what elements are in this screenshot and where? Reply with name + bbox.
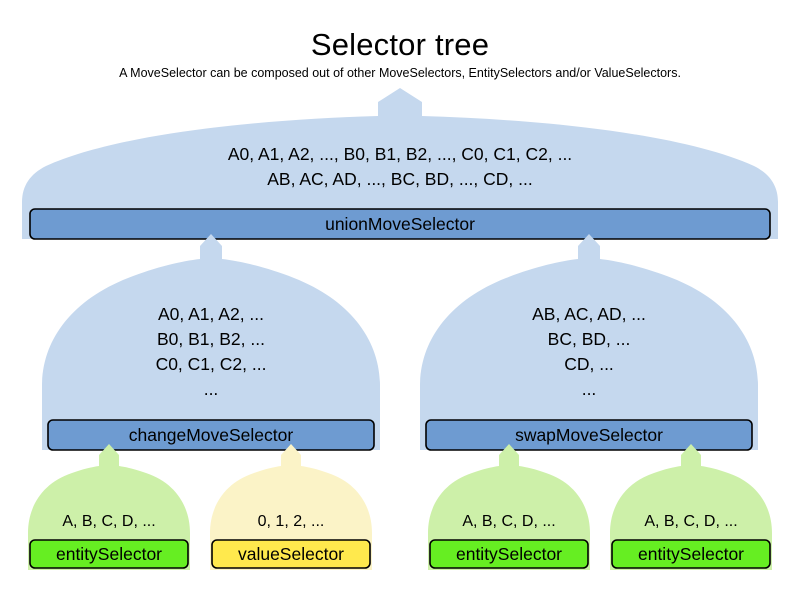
node-entity-1-lines: A, B, C, D, ... <box>28 509 190 534</box>
node-swap-label: swapMoveSelector <box>515 425 663 445</box>
node-swap-shape <box>420 234 758 451</box>
node-change-lines: A0, A1, A2, ... B0, B1, B2, ... C0, C1, … <box>42 302 380 402</box>
node-entity-selector-1[interactable]: A, B, C, D, ... entitySelector <box>28 444 190 570</box>
node-swap-lines: AB, AC, AD, ... BC, BD, ... CD, ... ... <box>420 302 758 402</box>
node-entity-2-shape <box>428 444 590 570</box>
node-union-line-1: A0, A1, A2, ..., B0, B1, B2, ..., C0, C1… <box>227 144 573 164</box>
node-entity-1-shape <box>28 444 190 570</box>
page-title: Selector tree <box>310 27 490 62</box>
node-union-lines: A0, A1, A2, ..., B0, B1, B2, ..., C0, C1… <box>22 142 778 192</box>
node-value-shape <box>210 444 372 570</box>
node-change-line-2: B0, B1, B2, ... <box>157 329 265 349</box>
node-value-label: valueSelector <box>237 544 345 564</box>
node-entity-selector-3[interactable]: A, B, C, D, ... entitySelector <box>610 444 772 570</box>
node-entity-1-label: entitySelector <box>55 544 163 564</box>
node-value-selector[interactable]: 0, 1, 2, ... valueSelector <box>210 444 372 570</box>
node-change-line-3: C0, C1, C2, ... <box>155 354 267 374</box>
node-swap-move-selector[interactable]: AB, AC, AD, ... BC, BD, ... CD, ... ... … <box>420 234 758 451</box>
node-change-line-1: A0, A1, A2, ... <box>157 304 265 324</box>
page-subtitle: A MoveSelector can be composed out of ot… <box>119 66 681 80</box>
node-change-line-4: ... <box>203 379 219 399</box>
node-entity-3-lines: A, B, C, D, ... <box>610 509 772 534</box>
node-entity-1-line-1: A, B, C, D, ... <box>62 513 156 530</box>
node-change-shape <box>42 234 380 451</box>
node-union-line-2: AB, AC, AD, ..., BC, BD, ..., CD, ... <box>267 169 533 189</box>
node-entity-2-line-1: A, B, C, D, ... <box>462 513 556 530</box>
node-value-lines: 0, 1, 2, ... <box>210 509 372 534</box>
node-union-shape <box>22 88 778 240</box>
node-entity-3-label: entitySelector <box>637 544 745 564</box>
node-swap-line-3: CD, ... <box>564 354 614 374</box>
node-entity-2-label: entitySelector <box>455 544 563 564</box>
node-swap-line-2: BC, BD, ... <box>547 329 631 349</box>
node-entity-2-lines: A, B, C, D, ... <box>428 509 590 534</box>
node-entity-selector-2[interactable]: A, B, C, D, ... entitySelector <box>428 444 590 570</box>
node-entity-3-shape <box>610 444 772 570</box>
node-change-label: changeMoveSelector <box>128 425 294 445</box>
node-union-label: unionMoveSelector <box>325 214 475 234</box>
node-value-line-1: 0, 1, 2, ... <box>257 513 325 530</box>
node-swap-line-1: AB, AC, AD, ... <box>532 304 646 324</box>
node-change-move-selector[interactable]: A0, A1, A2, ... B0, B1, B2, ... C0, C1, … <box>42 234 380 451</box>
node-union-move-selector[interactable]: A0, A1, A2, ..., B0, B1, B2, ..., C0, C1… <box>22 88 778 240</box>
node-swap-line-4: ... <box>581 379 597 399</box>
node-entity-3-line-1: A, B, C, D, ... <box>644 513 738 530</box>
